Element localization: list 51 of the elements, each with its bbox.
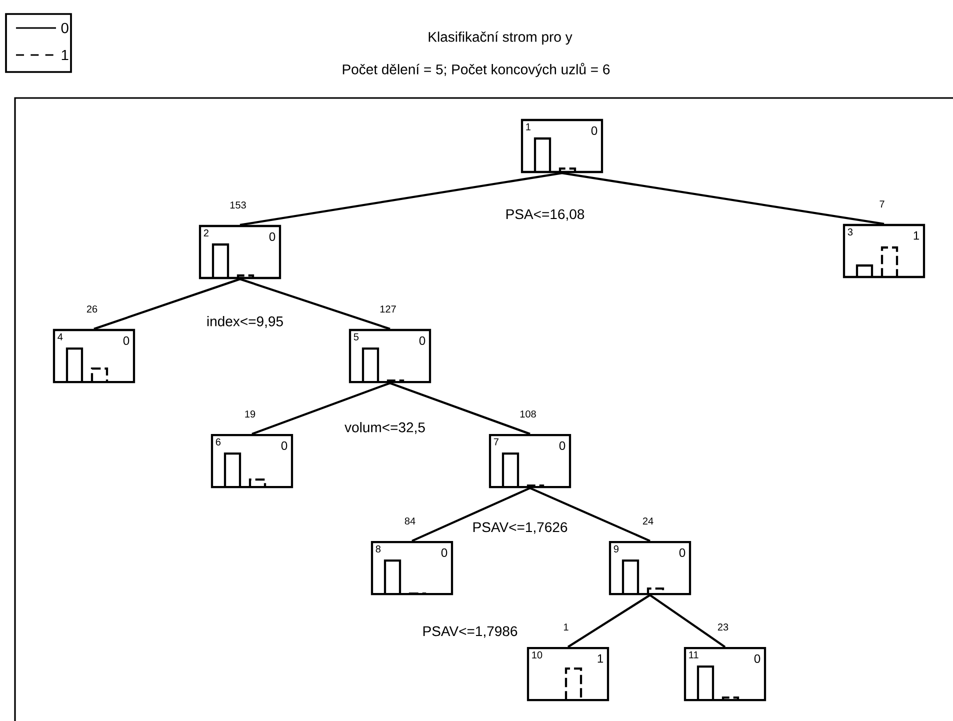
class-label: 0	[591, 126, 598, 135]
class-label: 0	[419, 336, 426, 345]
legend-label: 0	[61, 22, 68, 34]
split-label: PSAV<=1,7986	[420, 624, 520, 640]
class-label: 0	[269, 232, 276, 241]
branch-line	[567, 594, 651, 648]
case-count: 19	[245, 410, 256, 418]
node-number: 4	[58, 333, 63, 340]
branch-line	[252, 382, 390, 435]
node-number: 3	[848, 228, 853, 236]
class-label: 1	[914, 231, 920, 240]
node-number: 6	[216, 438, 221, 446]
class-label: 1	[598, 654, 604, 663]
case-count: 24	[642, 518, 654, 524]
node-number: 7	[494, 438, 498, 446]
split-label: PSA<=16,08	[503, 207, 587, 223]
node-number: 11	[689, 651, 698, 658]
class-label: 0	[559, 441, 566, 450]
node-number: 1	[526, 123, 530, 130]
subtitle: Počet dělení = 5; Počet koncových uzlů = 6	[342, 62, 610, 78]
case-count: 1	[564, 624, 568, 630]
case-count: 7	[880, 200, 884, 208]
node-number: 9	[614, 545, 618, 552]
node-number: 5	[354, 333, 359, 340]
branch-line	[240, 278, 390, 330]
case-count: 26	[86, 305, 98, 313]
class-label: 0	[754, 654, 760, 663]
split-label: volum<=32,5	[342, 420, 428, 436]
case-count: 23	[718, 623, 728, 631]
split-label: index<=9,95	[204, 314, 286, 330]
case-count: 108	[520, 410, 536, 418]
title: Klasifikační strom pro y	[428, 31, 572, 45]
branch-line	[562, 172, 884, 225]
case-count: 127	[380, 306, 396, 312]
class-label: 0	[281, 441, 288, 450]
node-number: 8	[376, 545, 381, 552]
case-count: 84	[404, 517, 416, 525]
case-count: 153	[230, 201, 246, 209]
branch-line	[412, 487, 530, 542]
branch-line	[94, 278, 240, 330]
branch-line	[390, 382, 530, 435]
branch-line	[530, 487, 650, 542]
node-number: 2	[204, 229, 208, 236]
branch-line	[240, 172, 562, 226]
branch-line	[649, 594, 726, 648]
node-number: 10	[532, 651, 542, 658]
class-label: 0	[441, 548, 448, 557]
split-label: PSAV<=1,7626	[470, 520, 570, 536]
legend-label: 1	[62, 50, 68, 60]
class-label: 0	[679, 548, 686, 557]
class-label: 0	[123, 336, 130, 345]
